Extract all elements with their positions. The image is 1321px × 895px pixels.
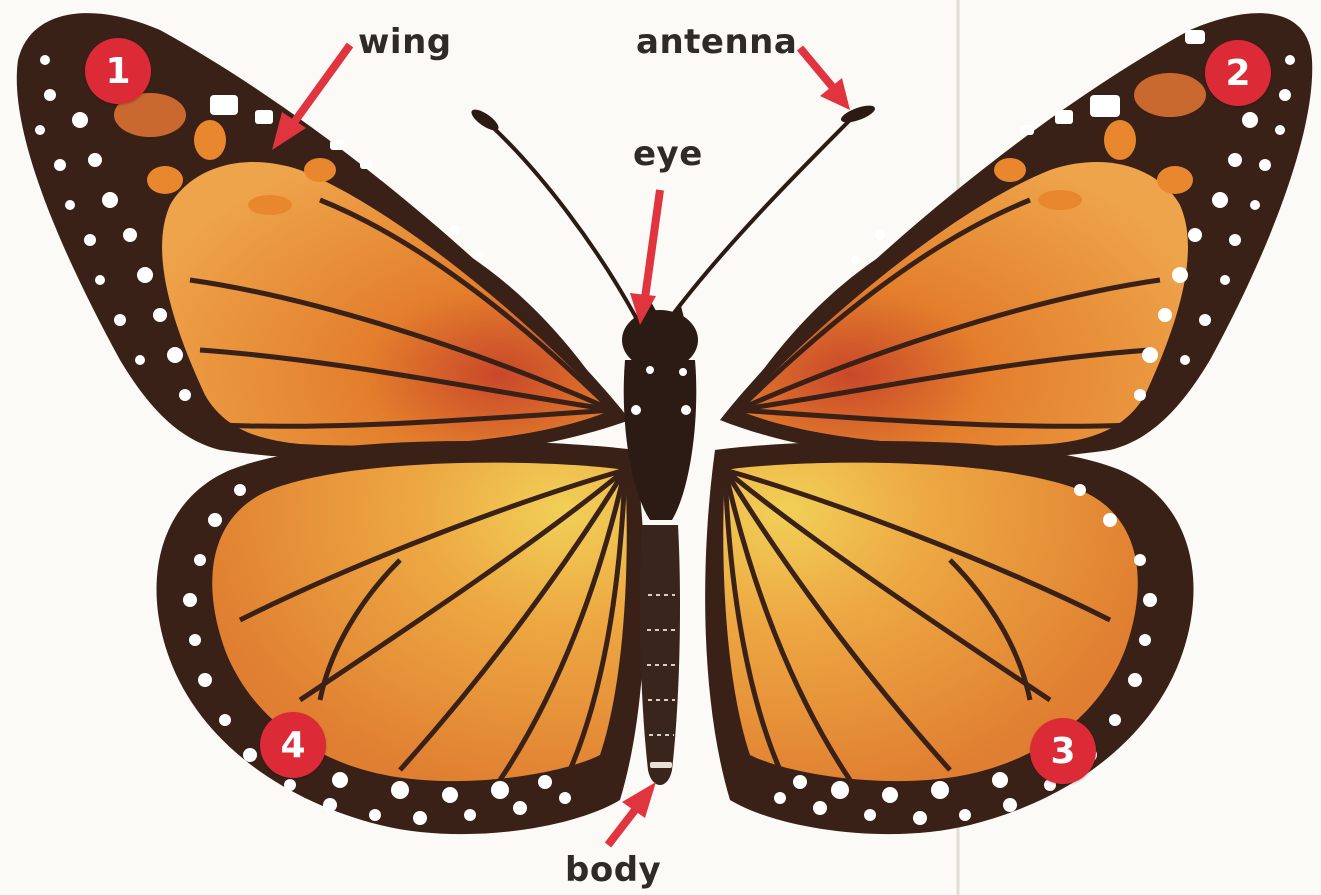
marker-4-badge: 4 — [260, 712, 326, 778]
antenna-arrow — [800, 48, 850, 110]
eye-label: eye — [633, 134, 703, 174]
right-hindwing — [705, 441, 1193, 834]
eye-arrow — [630, 190, 660, 325]
marker-1-badge: 1 — [85, 38, 151, 104]
antenna-label: antenna — [636, 22, 797, 62]
left-hindwing — [157, 441, 645, 834]
marker-3-badge: 3 — [1030, 718, 1096, 784]
wing-label: wing — [358, 22, 452, 62]
body-label: body — [565, 850, 661, 890]
marker-2-badge: 2 — [1205, 40, 1271, 106]
